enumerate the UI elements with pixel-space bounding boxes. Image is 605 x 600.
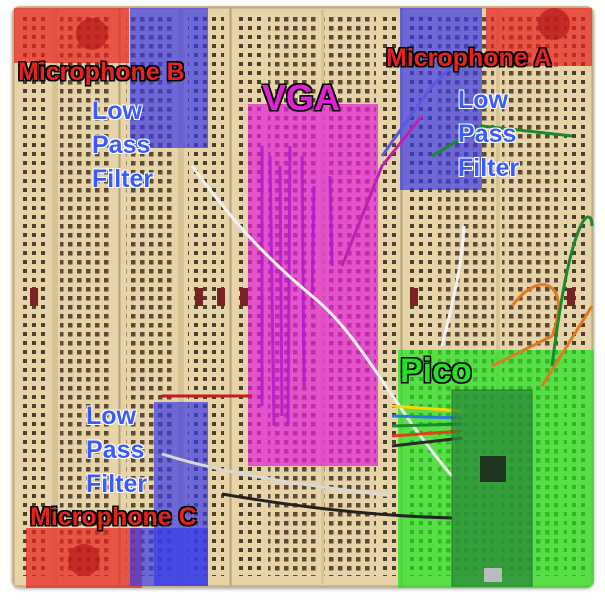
- lpf-c-line-3: Filter: [86, 470, 148, 498]
- low-pass-filter-c-lower: [130, 528, 208, 586]
- lpf-c-line-2: Pass: [86, 436, 145, 464]
- microphone-c-disc: [68, 544, 100, 576]
- microphone-b-region: [14, 8, 129, 63]
- microphone-a-label: Microphone A: [386, 44, 552, 72]
- low-pass-filter-a-region: [400, 8, 482, 190]
- pico-label: Pico: [400, 352, 472, 390]
- microphone-b-disc: [76, 18, 108, 50]
- lpf-c-line-1: Low: [86, 402, 136, 430]
- lpf-b-line-2: Pass: [92, 131, 151, 159]
- microphone-a-region: [486, 8, 592, 66]
- microphone-b-label: Microphone B: [18, 58, 185, 86]
- lpf-a-line-3: Filter: [458, 154, 520, 182]
- lpf-a-line-1: Low: [458, 86, 508, 114]
- rail-clips: [30, 288, 575, 306]
- microphone-c-label: Microphone C: [30, 503, 197, 531]
- vga-label: VGA: [262, 77, 341, 118]
- breadboard-1: [13, 7, 120, 587]
- vga-wires: [260, 145, 334, 427]
- lpf-b-line-3: Filter: [92, 165, 154, 193]
- jumper-wires: [161, 64, 594, 520]
- microphone-a-disc: [538, 8, 570, 40]
- breadboard-photo: [12, 6, 594, 588]
- pico-board: [451, 389, 533, 587]
- low-pass-filter-b-region: [130, 8, 208, 148]
- lpf-b-line-1: Low: [92, 97, 142, 125]
- lpf-a-line-2: Pass: [458, 120, 517, 148]
